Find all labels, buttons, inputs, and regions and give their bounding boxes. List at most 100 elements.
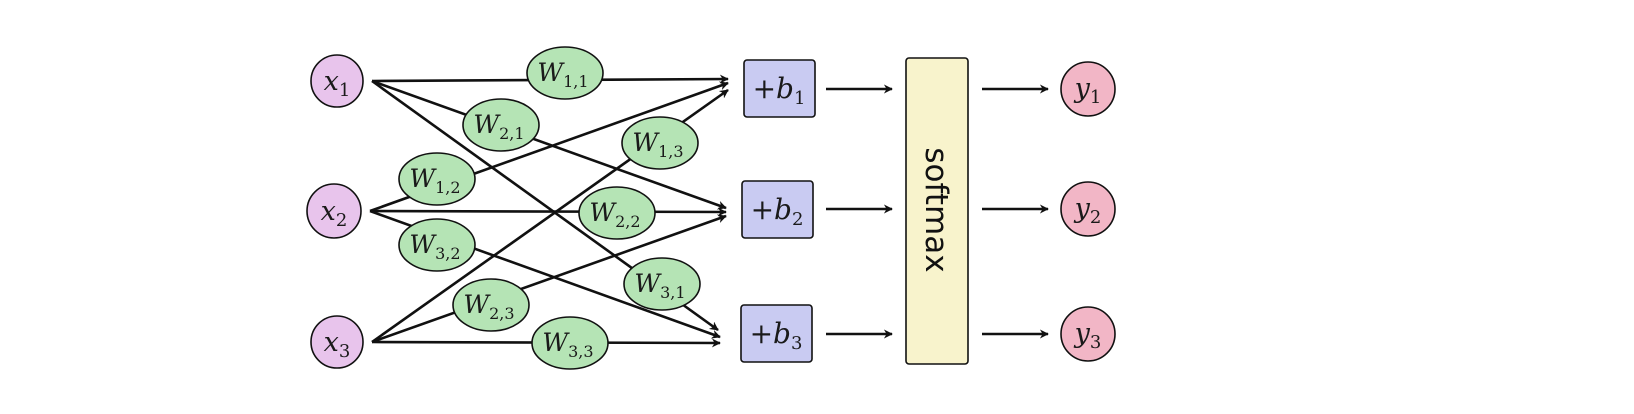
weight-sub: 1,1 <box>563 72 588 91</box>
bias-prefix: + <box>750 317 773 350</box>
weight-ellipse <box>452 278 530 332</box>
output-circle <box>1060 181 1116 237</box>
output-var: y <box>1074 318 1091 349</box>
weight-sub: 3,2 <box>435 244 460 263</box>
bias-node-b3: +b3 <box>740 304 813 363</box>
svg-text:x1: x1 <box>324 66 351 101</box>
weight-sub: 2,2 <box>615 212 640 231</box>
weight-var: W <box>542 328 570 357</box>
svg-text:x2: x2 <box>321 196 348 231</box>
svg-text:W2,2: W2,2 <box>589 198 640 231</box>
output-node-y1: y1 <box>1060 61 1116 117</box>
weight-ellipse <box>398 218 476 272</box>
weight-sub: 3,1 <box>660 283 685 302</box>
input-sub: 2 <box>336 210 347 231</box>
svg-text:+b2: +b2 <box>751 193 804 230</box>
svg-text:y2: y2 <box>1074 193 1102 228</box>
svg-text:W1,2: W1,2 <box>409 164 460 197</box>
output-sub: 3 <box>1090 332 1101 353</box>
input-sub: 3 <box>339 341 350 362</box>
output-sub: 1 <box>1090 87 1101 108</box>
weight-node-w33: W3,3 <box>531 316 609 370</box>
weight-node-w13: W1,3 <box>621 116 699 170</box>
weight-node-w31: W3,1 <box>623 257 701 311</box>
weight-var: W <box>634 269 662 298</box>
softmax-box <box>905 57 969 365</box>
weight-node-w12: W1,2 <box>398 152 476 206</box>
svg-text:W3,2: W3,2 <box>409 230 460 263</box>
input-circle <box>310 54 364 108</box>
svg-text:W2,3: W2,3 <box>463 290 514 323</box>
output-var: y <box>1074 73 1091 104</box>
weight-sub: 2,1 <box>499 124 524 143</box>
input-circle <box>310 315 364 369</box>
weight-ellipse <box>623 257 701 311</box>
weight-var: W <box>473 110 501 139</box>
weight-node-w23: W2,3 <box>452 278 530 332</box>
weight-node-w21: W2,1 <box>462 98 540 152</box>
output-node-y3: y3 <box>1060 306 1116 362</box>
weight-sub: 2,3 <box>489 304 514 323</box>
svg-text:W3,3: W3,3 <box>542 328 593 361</box>
weight-node-w11: W1,1 <box>526 46 604 100</box>
bias-prefix: + <box>751 193 774 226</box>
weight-ellipse <box>462 98 540 152</box>
weight-var: W <box>537 58 565 87</box>
weight-ellipse <box>398 152 476 206</box>
bias-var: b <box>773 317 791 350</box>
weight-sub: 3,3 <box>568 342 593 361</box>
bias-sub: 2 <box>792 209 803 230</box>
output-circle <box>1060 61 1116 117</box>
svg-text:W1,1: W1,1 <box>537 58 588 91</box>
weight-var: W <box>632 128 660 157</box>
weight-var: W <box>409 164 437 193</box>
weight-node-w22: W2,2 <box>578 186 656 240</box>
bias-sub: 3 <box>791 333 802 354</box>
svg-text:y1: y1 <box>1074 73 1102 108</box>
input-node-x2: x2 <box>306 183 362 239</box>
bias-prefix: + <box>753 72 776 105</box>
svg-text:W3,1: W3,1 <box>634 269 685 302</box>
weight-node-w32: W3,2 <box>398 218 476 272</box>
bias-node-b2: +b2 <box>741 180 814 239</box>
svg-text:W2,1: W2,1 <box>473 110 524 143</box>
input-var: x <box>324 327 339 358</box>
softmax-node: softmax <box>905 57 969 365</box>
bias-node-b1: +b1 <box>743 59 816 118</box>
svg-text:y3: y3 <box>1074 318 1102 353</box>
bias-box <box>741 180 814 239</box>
edge-x2-b2 <box>369 207 727 217</box>
weight-var: W <box>463 290 491 319</box>
weight-sub: 1,2 <box>435 178 460 197</box>
bias-box <box>743 59 816 118</box>
weight-sub: 1,3 <box>658 142 683 161</box>
input-node-x3: x3 <box>310 315 364 369</box>
svg-text:W1,3: W1,3 <box>632 128 683 161</box>
svg-text:+b1: +b1 <box>753 72 806 109</box>
weight-var: W <box>409 230 437 259</box>
bias-box <box>740 304 813 363</box>
weight-ellipse <box>531 316 609 370</box>
svg-text:x3: x3 <box>324 327 351 362</box>
softmax-label: softmax <box>918 147 954 272</box>
output-node-y2: y2 <box>1060 181 1116 237</box>
svg-text:+b3: +b3 <box>750 317 803 354</box>
weight-ellipse <box>526 46 604 100</box>
bias-var: b <box>776 72 794 105</box>
weight-ellipse <box>621 116 699 170</box>
weight-var: W <box>589 198 617 227</box>
input-circle <box>306 183 362 239</box>
edge-x3-b2 <box>371 214 727 344</box>
output-sub: 2 <box>1090 207 1101 228</box>
input-var: x <box>324 66 339 97</box>
bias-sub: 1 <box>794 88 805 109</box>
bias-var: b <box>774 193 792 226</box>
output-circle <box>1060 306 1116 362</box>
input-var: x <box>321 196 336 227</box>
input-sub: 1 <box>339 80 350 101</box>
input-node-x1: x1 <box>310 54 364 108</box>
weight-ellipse <box>578 186 656 240</box>
edge-x1-b2 <box>371 79 727 210</box>
output-var: y <box>1074 193 1091 224</box>
